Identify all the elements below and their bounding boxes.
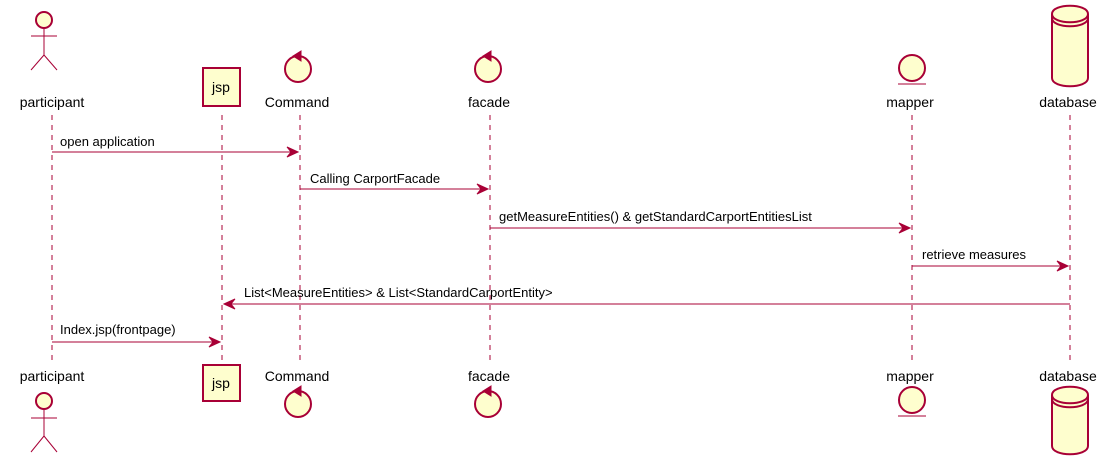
- participant-head-bottom-command: Command: [265, 368, 330, 418]
- control-icon: [284, 50, 312, 83]
- message-label: getMeasureEntities() & getStandardCarpor…: [499, 209, 812, 224]
- lifelines: [51, 115, 1071, 360]
- database-icon: [1051, 385, 1089, 456]
- message-label: retrieve measures: [922, 247, 1027, 262]
- participant-head-top-participant: participant: [20, 11, 85, 110]
- actor-icon: [30, 392, 58, 453]
- message-label: List<MeasureEntities> & List<StandardCar…: [244, 285, 553, 300]
- database-label: database: [1039, 94, 1097, 110]
- participant-head-bottom-participant: participant: [20, 368, 85, 453]
- participant-head-top-mapper: mapper: [886, 54, 934, 110]
- jsp-box: [202, 67, 241, 107]
- arrow-head-right-icon: [208, 336, 222, 348]
- message-5: List<MeasureEntities> & List<StandardCar…: [222, 285, 1070, 310]
- participant-head-bottom-jsp: jsp: [202, 364, 241, 402]
- arrow-head-left-icon: [222, 298, 236, 310]
- database-label: database: [1039, 368, 1097, 384]
- control-icon: [474, 50, 502, 83]
- arrow-head-right-icon: [286, 146, 300, 158]
- control-icon: [284, 385, 312, 418]
- message-2: Calling CarportFacade: [300, 171, 490, 195]
- message-4: retrieve measures: [912, 247, 1070, 272]
- facade-label: facade: [468, 94, 510, 110]
- participant-head-top-facade: facade: [468, 50, 510, 110]
- jsp-box: [202, 364, 241, 402]
- participant-head-bottom-facade: facade: [468, 368, 510, 418]
- mapper-label: mapper: [886, 94, 934, 110]
- arrow-head-right-icon: [476, 183, 490, 195]
- message-label: open application: [60, 134, 155, 149]
- message-label: Calling CarportFacade: [310, 171, 440, 186]
- control-icon: [474, 385, 502, 418]
- jsp-label: jsp: [211, 375, 230, 391]
- arrow-head-right-icon: [898, 222, 912, 234]
- entity-icon: [898, 54, 926, 85]
- entity-icon: [898, 386, 926, 417]
- participant-label: participant: [20, 94, 85, 110]
- participant-head-top-jsp: jsp: [202, 67, 241, 107]
- jsp-label: jsp: [211, 79, 230, 95]
- facade-label: facade: [468, 368, 510, 384]
- message-label: Index.jsp(frontpage): [60, 322, 176, 337]
- participant-head-top-database: database: [1039, 4, 1097, 110]
- mapper-label: mapper: [886, 368, 934, 384]
- actor-icon: [30, 11, 58, 71]
- message-3: getMeasureEntities() & getStandardCarpor…: [490, 209, 912, 234]
- message-1: open application: [52, 134, 300, 158]
- command-label: Command: [265, 368, 330, 384]
- participant-head-bottom-database: database: [1039, 368, 1097, 456]
- participant-head-bottom-mapper: mapper: [886, 368, 934, 417]
- participant-label: participant: [20, 368, 85, 384]
- participant-head-top-command: Command: [265, 50, 330, 110]
- arrow-head-right-icon: [1056, 260, 1070, 272]
- message-6: Index.jsp(frontpage): [52, 322, 222, 348]
- command-label: Command: [265, 94, 330, 110]
- database-icon: [1051, 4, 1089, 88]
